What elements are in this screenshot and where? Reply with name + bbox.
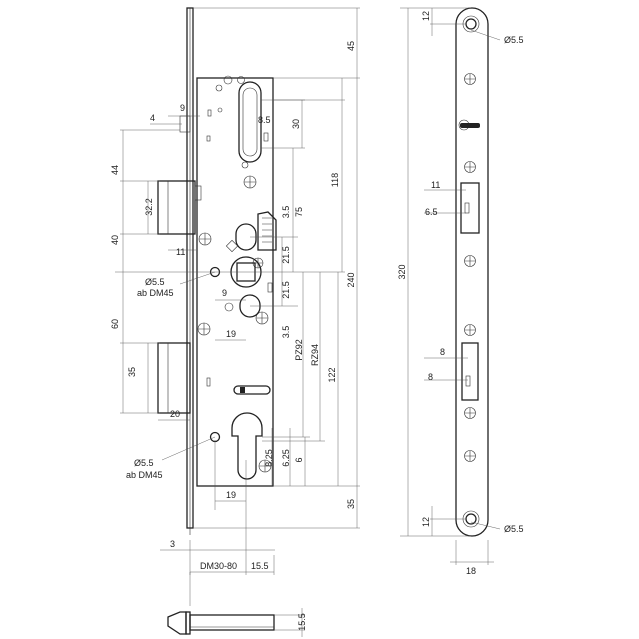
dim-8-5: 8.5 — [258, 115, 271, 125]
screw-icon — [243, 175, 257, 189]
dim-35b: 35 — [346, 499, 356, 509]
screw-icon — [258, 459, 272, 473]
lock-body-front-view — [157, 7, 277, 535]
dim-122: 122 — [327, 367, 337, 382]
hole-dia-top: Ø5.5 — [504, 35, 524, 45]
dim-rz94: RZ94 — [310, 344, 320, 366]
dim-9: 9 — [180, 103, 185, 113]
hole-note-label: ab DM45 — [137, 288, 174, 298]
dim-45: 45 — [346, 41, 356, 51]
dim-118: 118 — [330, 173, 340, 187]
hole-note-label-2: ab DM45 — [126, 470, 163, 480]
faceplate-front-view — [455, 7, 489, 537]
hole-dia-bottom: Ø5.5 — [504, 524, 524, 534]
dim-3: 3 — [170, 539, 175, 549]
dim-11-right: 11 — [431, 180, 440, 190]
dim-15-5a: 15.5 — [251, 561, 269, 571]
dim-44: 44 — [110, 165, 120, 175]
hole-dia-label: Ø5.5 — [145, 277, 165, 287]
dim-32-2: 32.2 — [144, 198, 154, 216]
right-dimensions — [400, 7, 501, 565]
hole-dia-label-2: Ø5.5 — [134, 458, 154, 468]
screw-icon — [464, 324, 476, 336]
dim-20: 20 — [170, 409, 180, 419]
screw-icon — [197, 322, 211, 336]
dim-6-25: 6.25 — [281, 449, 291, 467]
screw-icon — [255, 311, 269, 325]
screw-icon — [464, 407, 476, 419]
screw-icon — [464, 450, 476, 462]
dim-18: 18 — [466, 566, 476, 576]
screw-icon — [464, 255, 476, 267]
screw-icon — [464, 161, 476, 173]
dim-75: 75 — [294, 207, 304, 217]
dim-11: 11 — [176, 247, 185, 257]
dim-30: 30 — [291, 119, 301, 129]
dim-60: 60 — [110, 319, 120, 329]
dim-35a: 35 — [127, 367, 137, 377]
screw-icon — [464, 73, 476, 85]
dim-8-a: 8 — [440, 347, 445, 357]
dim-6: 6 — [294, 457, 304, 462]
dim-21-5a: 21.5 — [281, 246, 291, 264]
left-dimensions — [115, 7, 360, 575]
dim-dm30-80: DM30-80 — [200, 561, 237, 571]
right-dimension-labels: 12 Ø5.5 11 6.5 320 8 8 12 Ø5.5 18 — [397, 11, 524, 576]
dim-19b: 19 — [226, 490, 236, 500]
dim-12-bottom: 12 — [421, 517, 431, 527]
dim-21-5b: 21.5 — [281, 281, 291, 299]
dim-pz92: PZ92 — [294, 339, 304, 361]
dim-3-5b: 3.5 — [281, 326, 291, 339]
dim-8-25: 8.25 — [264, 449, 274, 467]
dim-320: 320 — [397, 264, 407, 279]
lock-bottom-view: 15.5 — [167, 572, 307, 637]
dim-12-top: 12 — [421, 11, 431, 21]
dim-240: 240 — [346, 272, 356, 287]
dim-9b: 9 — [222, 288, 227, 298]
dim-19a: 19 — [226, 329, 236, 339]
dim-40: 40 — [110, 235, 120, 245]
dim-6-5: 6.5 — [425, 207, 438, 217]
dim-8-b: 8 — [428, 372, 433, 382]
dim-15-5b: 15.5 — [297, 613, 307, 631]
screw-icon — [198, 232, 212, 246]
dim-4: 4 — [150, 113, 155, 123]
left-dimension-labels: 45 9 4 8.5 30 44 32.2 3.5 75 118 40 11 2… — [110, 41, 356, 571]
dim-3-5a: 3.5 — [281, 206, 291, 219]
